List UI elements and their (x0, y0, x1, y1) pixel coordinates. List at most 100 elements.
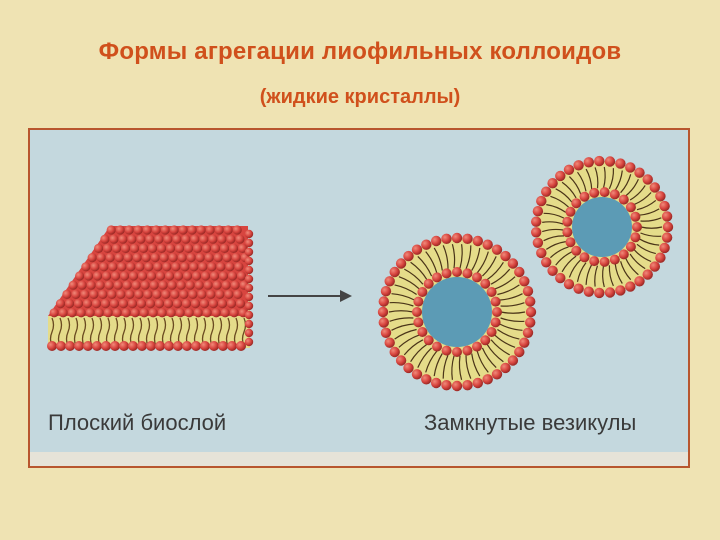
lipid-tail (576, 262, 587, 282)
lipid-head (145, 234, 155, 244)
lipid-head (62, 289, 72, 299)
lipid-head (185, 280, 195, 290)
lipid-head (482, 239, 493, 250)
lipid-head (412, 307, 422, 317)
lipid-head (431, 377, 442, 389)
lipid-head (417, 287, 428, 297)
lipid-head (175, 308, 185, 318)
lipid-head (562, 216, 573, 227)
lipid-head (140, 280, 150, 290)
lipid-head (73, 299, 84, 309)
lipid-head (625, 281, 636, 292)
lipid-head (525, 296, 536, 307)
lipid-head (491, 369, 503, 380)
lipid-head (136, 299, 147, 309)
lipid-head (127, 234, 137, 244)
lipid-head (472, 377, 483, 389)
lipid-head (423, 278, 434, 289)
lipid-head (563, 164, 575, 175)
lipid-head (579, 252, 590, 263)
lipid-head (138, 271, 148, 281)
lipid-tail (636, 243, 656, 255)
slide-title: Формы агрегации лиофильных коллоидов (98, 38, 622, 65)
lipid-head (147, 271, 157, 281)
lipid-head (604, 287, 616, 298)
lipid-head (210, 271, 220, 281)
lipid-head (162, 262, 172, 272)
vesicles-label: Замкнутые везикулы (424, 410, 637, 435)
lipid-head (166, 243, 176, 253)
lipid-head (214, 225, 224, 235)
lipid-head (227, 341, 237, 351)
lipid-tail (388, 310, 414, 313)
lipid-head (182, 341, 192, 351)
lipid-head (94, 308, 104, 318)
lipid-head (155, 341, 165, 351)
lipid-head (563, 279, 575, 290)
lipid-head (642, 174, 653, 185)
lipid-tail (555, 251, 573, 266)
lipid-head (193, 243, 203, 253)
lipid-head (82, 299, 93, 309)
lipid-head (115, 225, 125, 235)
lipid-head (234, 262, 244, 272)
lipid-head (547, 178, 558, 189)
lipid-head (173, 341, 183, 351)
lipid-head (632, 222, 642, 232)
lipid-head (119, 341, 129, 351)
lipid-head (75, 271, 85, 281)
lipid-tail (389, 301, 414, 307)
lipid-head (103, 308, 113, 318)
lipid-head (90, 262, 100, 272)
lipid-tail (640, 226, 663, 229)
lipid-head (579, 191, 590, 202)
lipid-head (244, 247, 254, 257)
lipid-head (98, 289, 108, 299)
lipid-head (133, 225, 143, 235)
lipid-head (84, 271, 94, 281)
lipid-head (217, 234, 227, 244)
lipid-head (229, 243, 239, 253)
lipid-head (492, 307, 502, 317)
lipid-head (110, 341, 120, 351)
lipid-head (413, 317, 424, 328)
lipid-head (164, 341, 174, 351)
lipid-head (423, 335, 434, 346)
lipid-tail (459, 244, 463, 269)
lipid-head (134, 289, 144, 299)
lipid-head (108, 262, 118, 272)
lipid-head (452, 267, 462, 277)
lipid-head (235, 299, 246, 309)
lipid-head (244, 292, 254, 302)
lipid-head (432, 341, 442, 352)
lipid-tail (561, 255, 577, 273)
lipid-head (615, 285, 626, 296)
lipid-tail (500, 317, 525, 323)
lipid-head (99, 262, 109, 272)
lipid-head (565, 237, 576, 248)
lipid-head (480, 335, 491, 346)
lipid-head (196, 225, 206, 235)
lipid-head (186, 253, 196, 263)
transition-arrow (268, 290, 352, 302)
lipid-head (132, 253, 142, 263)
lipid-head (490, 317, 501, 328)
lipid-head (149, 280, 159, 290)
lipid-head (55, 299, 66, 309)
lipid-tail (451, 355, 455, 380)
lipid-head (148, 308, 158, 318)
lipid-tail (476, 350, 489, 373)
lipid-tail (602, 265, 605, 288)
lipid-tail (476, 251, 489, 274)
lipid-tail (500, 311, 526, 314)
lipid-head (158, 280, 168, 290)
lipid-head (109, 234, 119, 244)
lipid-head (380, 286, 392, 297)
lipid-head (618, 249, 629, 260)
lipid-head (594, 155, 605, 167)
lipid-head (123, 253, 133, 263)
lipid-head (615, 158, 626, 169)
lipid-tail (620, 174, 632, 194)
lipid-tail (225, 317, 231, 347)
lipid-tail (640, 217, 662, 222)
